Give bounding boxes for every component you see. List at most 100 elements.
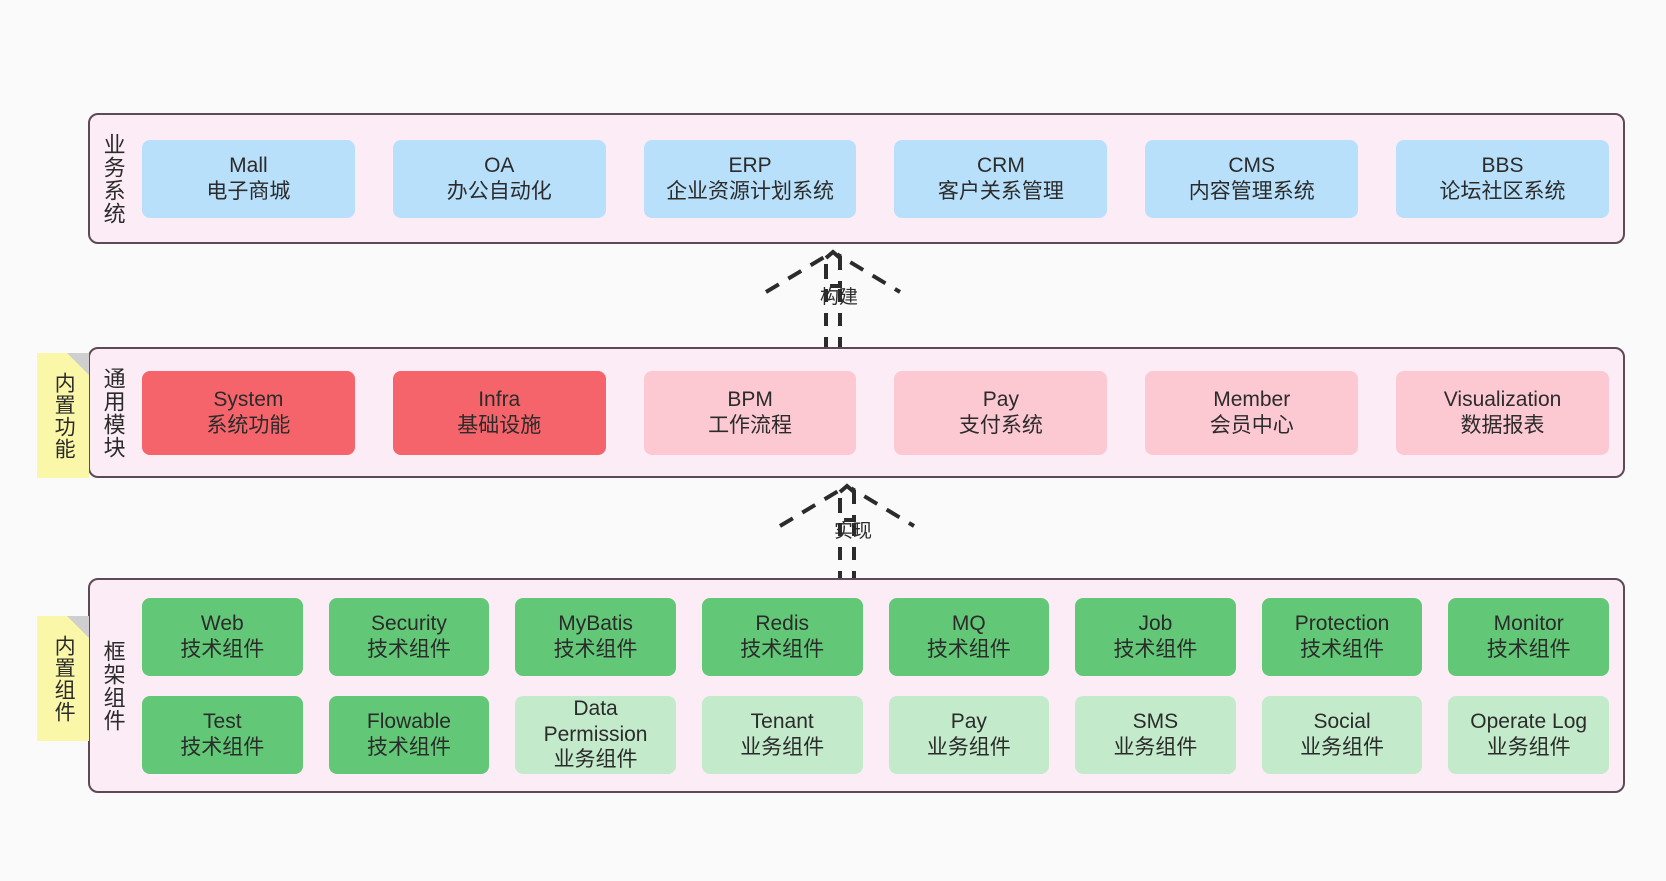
- layer-common-modules-label: 通用模块: [100, 366, 126, 459]
- card-subtitle: 业务组件: [553, 748, 638, 772]
- card-title: System: [213, 387, 284, 411]
- card-title: Data Permission: [543, 697, 648, 746]
- card-subtitle: 基础设施: [457, 413, 542, 437]
- layer-framework-components-label: 框架组件: [100, 639, 126, 732]
- card-title: SMS: [1132, 709, 1179, 733]
- card-subtitle: 内容管理系统: [1188, 179, 1315, 203]
- connector-implement-label: 实现: [834, 521, 873, 542]
- card-title: OA: [484, 153, 515, 177]
- card-title: Visualization: [1443, 387, 1562, 411]
- connector-build-arrow: [764, 249, 902, 350]
- card-subtitle: 技术组件: [1300, 637, 1385, 661]
- card-title: Protection: [1294, 611, 1390, 635]
- card-subtitle: 业务组件: [926, 735, 1011, 759]
- card-subtitle: 技术组件: [180, 735, 265, 759]
- card-title: Pay: [950, 709, 987, 733]
- card-subtitle: 技术组件: [1113, 637, 1198, 661]
- card-title: MyBatis: [558, 611, 633, 635]
- card-title: Mall: [229, 153, 268, 177]
- card-title: Flowable: [366, 709, 451, 733]
- card-title: CMS: [1228, 153, 1276, 177]
- card-subtitle: 业务组件: [1300, 735, 1385, 759]
- card-title: Web: [200, 611, 244, 635]
- card-subtitle: 技术组件: [1486, 637, 1571, 661]
- card-subtitle: 数据报表: [1460, 413, 1545, 437]
- card-title: BBS: [1481, 153, 1524, 177]
- card-title: BPM: [727, 387, 773, 411]
- card-title: Security: [371, 611, 447, 635]
- card-title: Tenant: [750, 709, 814, 733]
- card-subtitle: 技术组件: [926, 637, 1011, 661]
- card-subtitle: 技术组件: [740, 637, 825, 661]
- connector-implement-arrow: [778, 483, 916, 584]
- card-title: Social: [1313, 709, 1371, 733]
- card-subtitle: 客户关系管理: [937, 179, 1064, 203]
- card-subtitle: 业务组件: [1486, 735, 1571, 759]
- card-subtitle: 工作流程: [708, 413, 793, 437]
- card-subtitle: 业务组件: [1113, 735, 1198, 759]
- card-subtitle: 技术组件: [366, 735, 451, 759]
- card-title: Job: [1138, 611, 1173, 635]
- card-subtitle: 技术组件: [366, 637, 451, 661]
- connector-build: 构建: [758, 246, 908, 350]
- card-title: Infra: [478, 387, 521, 411]
- card-title: Monitor: [1493, 611, 1564, 635]
- sticky-note-builtin-components: 内置组件: [37, 616, 89, 741]
- card-title: MQ: [951, 611, 986, 635]
- card-title: Redis: [755, 611, 810, 635]
- card-subtitle: 企业资源计划系统: [666, 179, 835, 203]
- card-subtitle: 业务组件: [740, 735, 825, 759]
- connector-build-label: 构建: [820, 287, 859, 308]
- card-title: Test: [203, 709, 242, 733]
- card-subtitle: 支付系统: [958, 413, 1043, 437]
- card-subtitle: 电子商城: [206, 179, 291, 203]
- card-title: Member: [1213, 387, 1291, 411]
- card-subtitle: 技术组件: [180, 637, 265, 661]
- connector-implement: 实现: [772, 480, 922, 584]
- card-subtitle: 办公自动化: [446, 179, 552, 203]
- card-title: ERP: [728, 153, 772, 177]
- card-title: CRM: [976, 153, 1025, 177]
- card-title: Operate Log: [1470, 709, 1588, 733]
- card-subtitle: 会员中心: [1209, 413, 1294, 437]
- sticky-note-builtin-components-label: 内置组件: [52, 634, 76, 723]
- layer-business-systems-label: 业务系统: [100, 132, 126, 225]
